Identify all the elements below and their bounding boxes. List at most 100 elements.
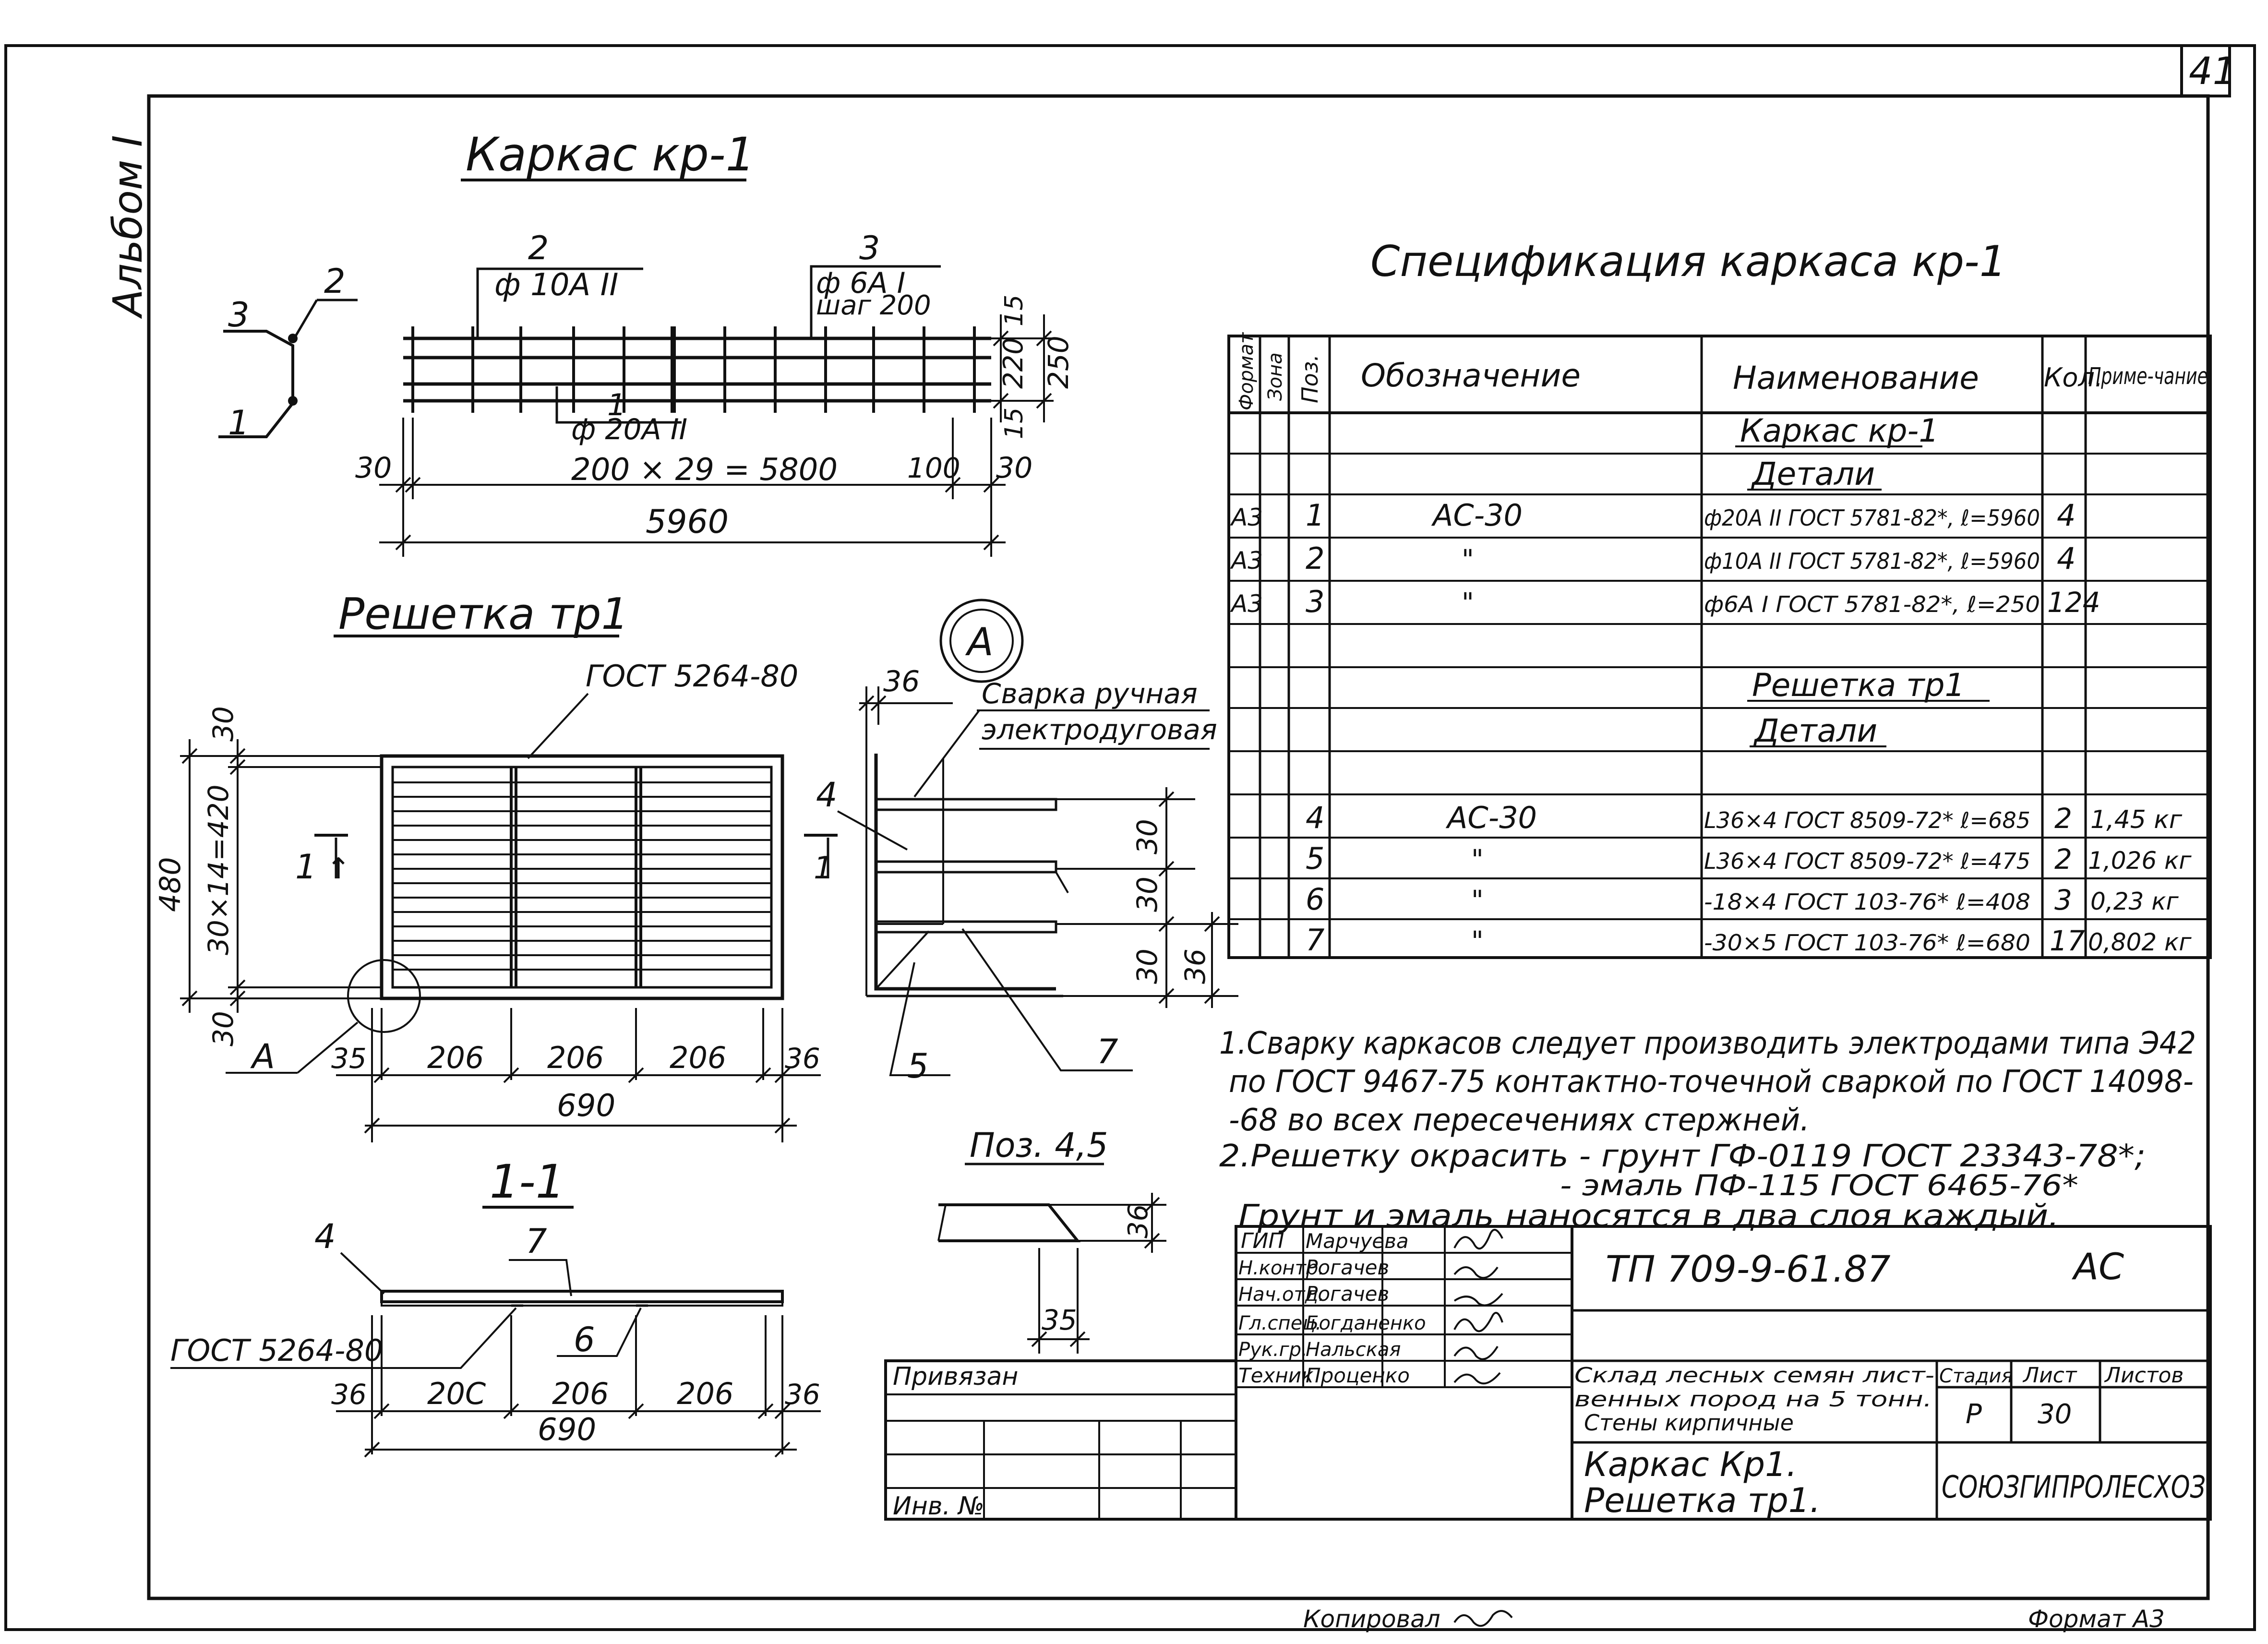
reshetka-dim-35: 35 (331, 1042, 367, 1075)
detail-a-dim-30-a: 30 (1131, 819, 1164, 854)
reshetka-gost: ГОСТ 5264-80 (586, 659, 798, 694)
spec-row-4-qty: 4 (2057, 541, 2076, 576)
poz-4-5: Поз. 4,5 36 35 (937, 1126, 1166, 1354)
reshetka-view: Решетка тр1 ГОСТ 5264-80 (154, 589, 821, 1142)
stamp-role-2: Н.контр. (1238, 1257, 1324, 1279)
spec-row-13-note: 0,802 кг (2088, 928, 2192, 956)
spec-header-format: Формат (1236, 332, 1258, 410)
detail-a-weld-note-2: электродуговая (982, 713, 1217, 746)
format-label: Формат А3 (2028, 1605, 2165, 1633)
stamp-project-code: ТП 709-9-61.87 (1606, 1248, 1891, 1290)
spec-header-designation: Обозначение (1361, 357, 1581, 394)
section-1-1-dim-690: 690 (538, 1412, 596, 1448)
spec-row-10-designation: АС-30 (1445, 800, 1537, 835)
stamp-sheet-header: Лист (2022, 1363, 2077, 1388)
stamp-drawing-title-2: Решетка тр1. (1584, 1481, 1821, 1520)
detail-a-pos7: 7 (1097, 1032, 1118, 1071)
karkas-bar1-label: ф 20А II (571, 413, 687, 446)
karkas-dim-250: 250 (1042, 336, 1075, 389)
spec-row-11-pos: 5 (1306, 841, 1324, 876)
reshetka-dim-30-bottom: 30 (207, 1011, 240, 1046)
spec-row-13-name: -30×5 ГОСТ 103-76* ℓ=680 (1704, 930, 2030, 956)
spec-row-11-qty: 2 (2054, 843, 2072, 876)
spec-row-12-note: 0,23 кг (2090, 888, 2179, 915)
spec-row-4-designation: " (1462, 544, 1474, 576)
reshetka-dim-480: 480 (154, 857, 187, 912)
spec-row-13-qty: 17 (2050, 924, 2085, 957)
spec-row-3-qty: 4 (2057, 498, 2076, 533)
stamp-role-6: Техник (1238, 1364, 1314, 1387)
stamp-role-5: Рук.гр. (1238, 1339, 1308, 1361)
spec-row-5-qty: 124 (2047, 586, 2100, 619)
album-label: Альбом I (104, 135, 151, 319)
note-line-2: по ГОСТ 9467-75 контактно-точечной сварк… (1229, 1064, 2194, 1100)
karkas-pos3: 3 (859, 229, 880, 267)
reshetka-dim-420: 30×14=420 (202, 784, 235, 955)
detail-a-dim-30-c: 30 (1131, 948, 1164, 984)
spec-row-8-name: Детали (1753, 712, 1877, 749)
detail-a: А 36 Сварка ручная электродуговая (804, 599, 1238, 1086)
stamp-drawing-title-1: Каркас Кр1. (1584, 1445, 1797, 1484)
poz45-dim-36-v: 36 (1123, 1204, 1154, 1238)
note-line-1: 1.Сварку каркасов следует производить эл… (1219, 1026, 2196, 1061)
spec-row-12-name: -18×4 ГОСТ 103-76* ℓ=408 (1704, 889, 2030, 915)
note-line-3: -68 во всех пересечениях стержней. (1229, 1103, 1810, 1138)
detail-a-dim-30-b: 30 (1131, 876, 1164, 912)
stamp-inv-no: Инв. № (893, 1492, 984, 1521)
karkas-pos2: 2 (528, 229, 549, 267)
reshetka-dim-30-top: 30 (207, 706, 240, 742)
stamp-mark: АС (2071, 1245, 2124, 1288)
spec-row-11-designation: " (1471, 844, 1484, 876)
spec-row-11-note: 1,026 кг (2088, 847, 2192, 875)
stamp-name-5: Нальская (1306, 1339, 1401, 1361)
karkas-spacing-label: 200 × 29 = 5800 (571, 452, 838, 488)
reshetka-dim-206-c: 206 (670, 1040, 726, 1075)
karkas-step-label: шаг 200 (816, 290, 931, 321)
reshetka-section-mark: 1 (295, 847, 317, 887)
section-1-1-dim-36-left: 36 (331, 1378, 367, 1411)
section-1-1-dim-206-c: 206 (677, 1376, 733, 1411)
reshetka-dim-206-b: 206 (547, 1040, 604, 1075)
spec-row-3-pos: 1 (1306, 498, 1324, 533)
stamp-name-1: Марчуева (1306, 1229, 1409, 1253)
stamp-object-1: Склад лесных семян лист- (1574, 1363, 1934, 1388)
spec-title: Спецификация каркаса кр-1 (1370, 237, 2006, 286)
spec-row-4-pos: 2 (1306, 541, 1324, 576)
section-1-1-dim-206-b: 206 (552, 1376, 609, 1411)
karkas-dim-30-left: 30 (355, 451, 392, 485)
spec-row-10-qty: 2 (2054, 802, 2072, 835)
stamp-sheet-value: 30 (2038, 1399, 2072, 1430)
copied-by-signature (1453, 1610, 1513, 1627)
spec-row-3-name: ф20А II ГОСТ 5781-82*, ℓ=5960 (1704, 505, 2040, 531)
sheet-number: 41 (2189, 50, 2236, 93)
spec-header-qty: Кол. (2044, 362, 2103, 393)
karkas-bar2-label: ф 10А II (494, 267, 618, 303)
detail-a-dim-36-top: 36 (883, 665, 920, 698)
spec-row-3-format: А3 (1230, 504, 1263, 531)
section-1-1-gost: ГОСТ 5264-80 (170, 1333, 383, 1368)
stamp-object-2: венных пород на 5 тонн. (1574, 1387, 1932, 1412)
karkas-dim-30-right: 30 (996, 451, 1032, 485)
section-1-1-dim-36-right: 36 (785, 1378, 820, 1411)
stamp-name-4: Богданенко (1306, 1312, 1426, 1334)
note-line-4: 2.Решетку окрасить - грунт ГФ-0119 ГОСТ … (1219, 1139, 2146, 1174)
stamp-role-4: Гл.спец. (1238, 1312, 1321, 1334)
spec-row-7-name: Решетка тр1 (1752, 667, 1965, 704)
svg-text:↑: ↑ (326, 852, 350, 886)
signatures (1453, 1229, 1503, 1385)
section-1-1-title: 1-1 (490, 1155, 565, 1209)
detail-a-pos4: 4 (816, 775, 838, 815)
reshetka-dim-36: 36 (785, 1042, 820, 1075)
spec-row-12-qty: 3 (2054, 884, 2072, 916)
section-1-1-dim-206-a: 20С (427, 1376, 486, 1411)
spec-row-13-designation: " (1471, 926, 1484, 957)
karkas-dim-220: 220 (998, 337, 1029, 389)
section-1-1-pos7: 7 (526, 1222, 547, 1261)
section-1-1: 1-1 4 7 6 ГОСТ 5264-80 (170, 1155, 821, 1458)
spec-table: Спецификация каркаса кр-1 Формат (1227, 237, 2212, 959)
stamp-stage-header: Стадия (1939, 1365, 2013, 1387)
stamp-organization: СОЮЗГИПРОЛЕСХОЗ (1942, 1470, 2206, 1505)
reshetka-title: Решетка тр1 (338, 589, 629, 639)
spec-row-12-pos: 6 (1306, 882, 1324, 917)
